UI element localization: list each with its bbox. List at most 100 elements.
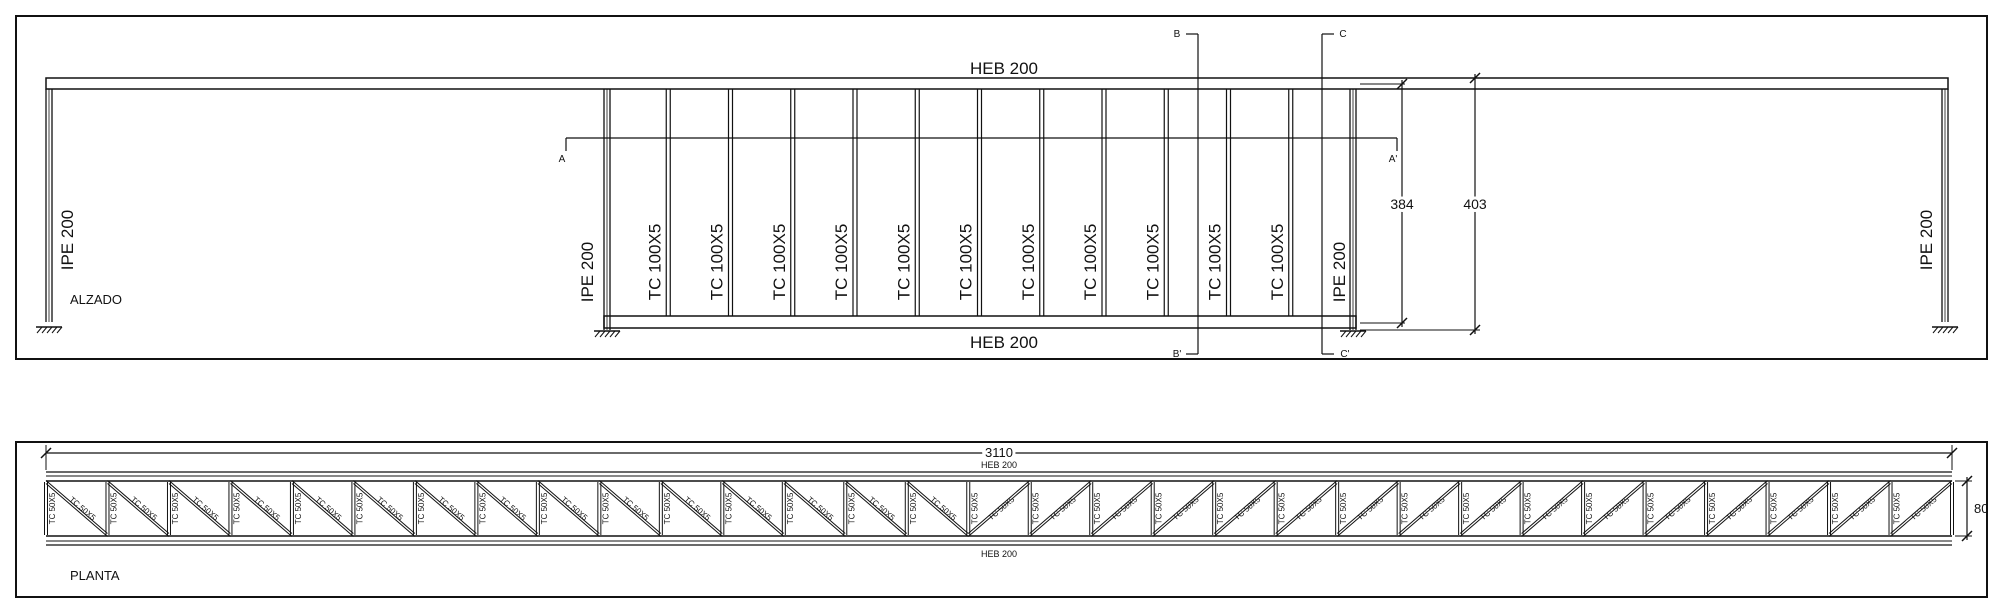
plan-vertical-label: TC 50X5 [1524,492,1533,524]
plan-vertical-member: TC 50X5 [1581,482,1594,535]
plan-vertical-label: TC 50X5 [1585,492,1594,524]
plan-diagonal-label: TC 50X5 [1232,495,1262,523]
plan-bracing: TC 50X5 TC 50X5 TC 50X5 TC 50X5 TC 50X5 TC 50… [44,480,1954,537]
plan-vertical-member: TC 50X5 [1765,482,1779,535]
bottom-beam [603,315,1357,329]
plan-vertical-member: TC 50X5 [1458,482,1471,535]
plan-vertical-member: TC 50X5 [1335,482,1348,535]
top-beam-label: HEB 200 [970,59,1038,78]
plan-vertical-member: TC 50X5 [1642,482,1656,535]
plan-diagonal-label: TC 50X5 [1171,495,1201,523]
dimension-inner-height-value: 384 [1390,196,1414,212]
inner-left-support-icon [594,330,621,338]
plan-top-chord [46,471,1952,482]
plan-diagonal-label: TC 50X5 [1109,495,1139,523]
dimension-width-value: 80 [1974,501,1988,516]
plan-vertical-label: TC 50X5 [847,492,856,524]
plan-vertical-member: TC 50X5 [966,482,979,535]
plan-vertical-label: TC 50X5 [48,492,57,524]
tc-post-label: TC 100X5 [1268,224,1287,301]
plan-diagonal-label: TC 50X5 [129,495,159,523]
right-column-label: IPE 200 [1917,210,1936,271]
plan-diagonal-label: TC 50X5 [252,495,282,523]
plan-diagonal-label: TC 50X5 [559,495,589,523]
plan-vertical-label: TC 50X5 [1032,492,1041,524]
plan-diagonal-label: TC 50X5 [682,495,712,523]
plan-diagonal-label: TC 50X5 [1847,495,1877,523]
plan-vertical-member: TC 50X5 [105,482,118,535]
tc-post: TC 100X5 [957,89,983,316]
plan-frame [15,441,1988,598]
plan-vertical-member: TC 50X5 [228,482,241,535]
section-a-line [565,137,1398,151]
elevation-view: HEB 200 IPE 200 ALZADO IPE 200 IPE 200 [15,15,1988,360]
plan-diagonal-label: TC 50X5 [313,495,343,523]
plan-vertical-label: TC 50X5 [294,492,303,524]
plan-vertical-label: TC 50X5 [1093,492,1102,524]
plan-diagonal-label: TC 50X5 [1478,495,1508,523]
plan-vertical-label: TC 50X5 [232,492,241,524]
plan-vertical-member: TC 50X5 [1212,482,1225,535]
dimension-total-height-value: 403 [1463,196,1487,212]
tc-post-label: TC 100X5 [957,224,976,301]
plan-vertical-member: TC 50X5 [1273,482,1287,535]
dimension-length-value: 3110 [985,445,1013,460]
plan-vertical-label: TC 50X5 [540,492,549,524]
right-support-icon [1932,326,1959,334]
section-b-line [1186,33,1199,355]
plan-vertical-member: TC 50X5 [1396,482,1410,535]
plan-vertical-label: TC 50X5 [1216,492,1225,524]
plan-vertical-member: TC 50X5 [658,482,672,535]
dimension-total-height [1360,72,1481,336]
tc-post: TC 100X5 [770,89,796,316]
plan-vertical-label: TC 50X5 [1278,492,1287,524]
plan-diagonal-label: TC 50X5 [1540,495,1570,523]
tc-post-label: TC 100X5 [894,224,913,301]
plan-vertical-label: TC 50X5 [478,492,487,524]
plan-vertical-member: TC 50X5 [904,482,918,535]
tc-post: TC 100X5 [894,89,920,316]
inner-right-support-icon [1340,330,1367,338]
plan-vertical-member: TC 50X5 [597,482,610,535]
plan-diagonal-label: TC 50X5 [1786,495,1816,523]
section-c-end-label: C' [1340,349,1349,360]
tc-post-label: TC 100X5 [770,224,789,301]
inner-right-post-label: IPE 200 [1330,242,1349,303]
inner-left-post [603,89,611,330]
section-c-line [1321,33,1334,355]
plan-vertical-label: TC 50X5 [1770,492,1779,524]
plan-vertical-member: TC 50X5 [843,482,856,535]
plan-vertical-label: TC 50X5 [355,492,364,524]
plan-vertical-label: TC 50X5 [663,492,672,524]
tc-post-label: TC 100X5 [832,224,851,301]
left-column [45,89,53,322]
plan-diagonal-label: TC 50X5 [1724,495,1754,523]
plan-diagonal-label: TC 50X5 [498,495,528,523]
plan-vertical-member: TC 50X5 [1888,482,1902,535]
plan-bottom-chord [46,535,1952,546]
right-column [1941,89,1949,322]
plan-vertical-member: TC 50X5 [351,482,364,535]
top-beam [45,77,1949,90]
plan-vertical-label: TC 50X5 [1893,492,1902,524]
plan-vertical-label: TC 50X5 [1647,492,1656,524]
inner-right-post [1349,89,1357,330]
plan-diagonal-label: TC 50X5 [867,495,897,523]
plan-diagonal-label: TC 50X5 [1048,495,1078,523]
plan-vertical-label: TC 50X5 [1401,492,1410,524]
plan-vertical-label: TC 50X5 [601,492,610,524]
dimension-inner-height [1360,78,1408,329]
plan-view-label: PLANTA [70,568,120,583]
section-b-end-label: B' [1173,349,1182,360]
tc-post: TC 100X5 [832,89,858,316]
dimension-length [40,445,1958,470]
section-c-start-label: C [1339,29,1346,40]
plan-diagonal-label: TC 50X5 [1663,495,1693,523]
plan-vertical-label: TC 50X5 [970,492,979,524]
plan-vertical-member: TC 50X5 [720,482,733,535]
plan-vertical-label: TC 50X5 [909,492,918,524]
plan-vertical-label: TC 50X5 [786,492,795,524]
plan-vertical-member: TC 50X5 [1827,482,1840,535]
left-column-label: IPE 200 [58,210,77,271]
